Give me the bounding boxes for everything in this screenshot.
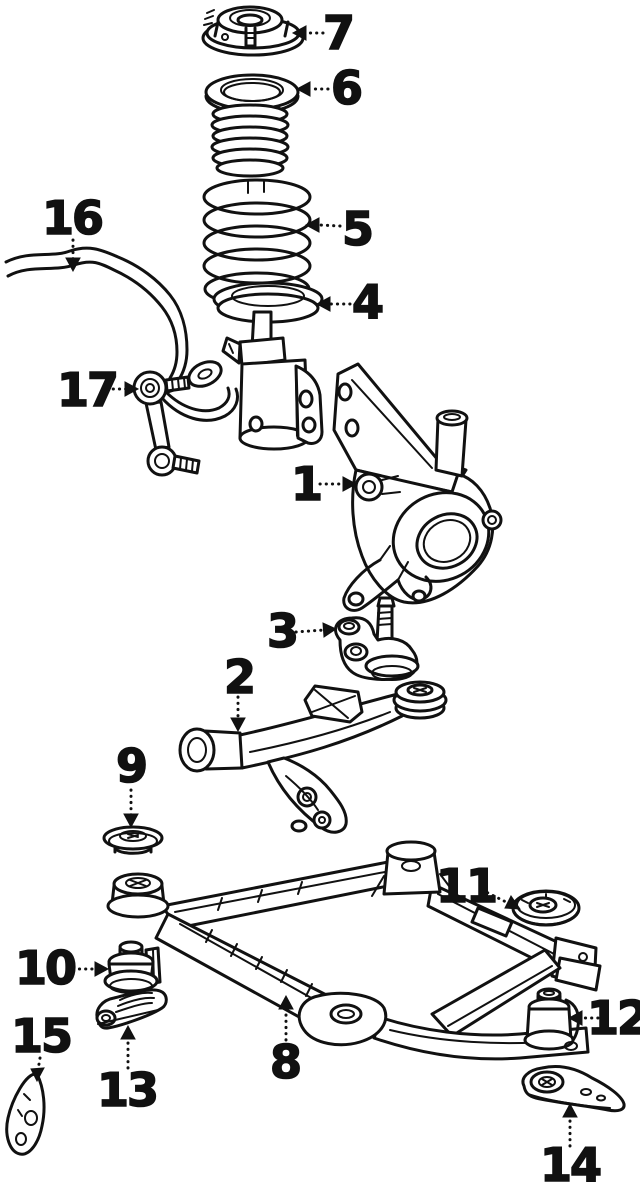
strut-mount-part — [201, 5, 305, 57]
grommet-part — [102, 825, 164, 855]
callout-label-2: 2 — [224, 650, 254, 704]
ball-joint-part — [334, 596, 420, 681]
callout-17: 17 — [56, 362, 140, 418]
callout-label-4: 4 — [352, 275, 382, 329]
callout-7: 7 — [291, 5, 356, 61]
callout-label-10: 10 — [15, 941, 75, 995]
callout-9: 9 — [115, 738, 149, 829]
spring-upper-insulator-part — [204, 73, 300, 178]
steering-knuckle-part — [332, 362, 503, 612]
callout-label-7: 7 — [323, 6, 353, 60]
callout-2: 2 — [223, 649, 257, 733]
callout-8: 8 — [269, 994, 303, 1090]
stopper-plate-part — [521, 1064, 626, 1113]
mount-cushion-part — [103, 940, 162, 994]
callout-label-5: 5 — [342, 202, 372, 256]
callout-6: 6 — [295, 60, 364, 116]
callout-label-12: 12 — [587, 991, 640, 1045]
spring-lower-seat-strut-part — [212, 281, 324, 451]
stabilizer-link-part — [132, 370, 201, 477]
stabilizer-bar-part — [4, 246, 240, 422]
washer-retainer-part — [511, 889, 581, 927]
callout-label-16: 16 — [42, 191, 102, 245]
callout-label-9: 9 — [116, 739, 146, 793]
callout-label-8: 8 — [270, 1035, 300, 1089]
callout-label-1: 1 — [291, 457, 321, 511]
callout-14: 14 — [539, 1102, 603, 1184]
callout-4: 4 — [315, 274, 385, 330]
lower-control-arm-part — [178, 680, 448, 834]
callout-10: 10 — [14, 940, 110, 996]
callout-label-11: 11 — [436, 859, 496, 913]
callout-11: 11 — [435, 858, 522, 914]
callout-label-15: 15 — [11, 1009, 71, 1063]
callout-16: 16 — [41, 190, 105, 273]
crossmember-bushing-part — [523, 987, 580, 1051]
brace-plate-part — [5, 1072, 46, 1156]
callout-5: 5 — [304, 201, 375, 257]
callout-label-3: 3 — [267, 604, 297, 658]
callouts: 1 2 3 4 5 6 7 — [10, 5, 640, 1184]
callout-13: 13 — [96, 1024, 160, 1118]
callout-label-14: 14 — [540, 1138, 600, 1184]
callout-12: 12 — [567, 990, 640, 1046]
callout-3: 3 — [266, 603, 338, 659]
bracket-part — [95, 988, 168, 1030]
crossmember-part — [106, 840, 602, 1061]
coil-spring-part — [202, 178, 312, 307]
callout-label-6: 6 — [331, 61, 361, 115]
callout-1: 1 — [290, 456, 358, 512]
callout-label-13: 13 — [97, 1063, 157, 1117]
callout-15: 15 — [10, 1008, 74, 1083]
callout-label-17: 17 — [57, 363, 117, 417]
